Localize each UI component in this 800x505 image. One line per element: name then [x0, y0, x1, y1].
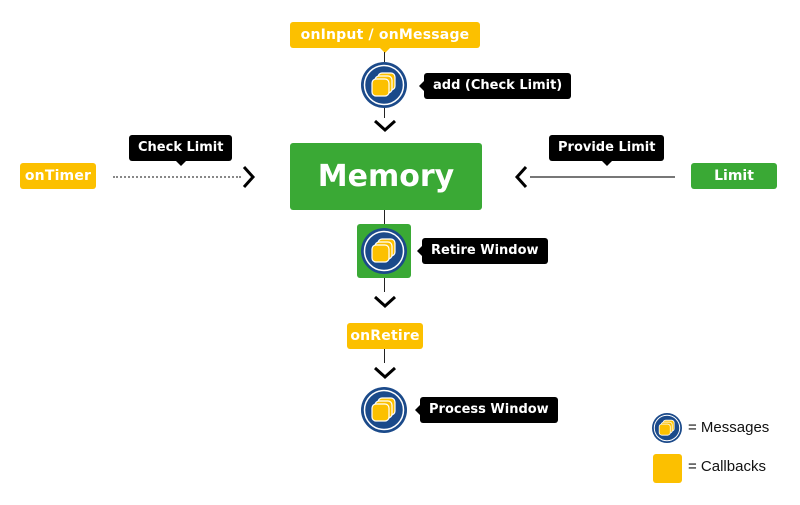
legend-messages-label: = Messages — [688, 419, 770, 436]
on-retire-callback: onRetire — [347, 323, 423, 349]
on-timer-callback: onTimer — [20, 163, 96, 189]
connector-line — [384, 349, 385, 363]
legend-callbacks-label: = Callbacks — [688, 458, 766, 475]
connector-line — [384, 108, 385, 118]
solid-connector — [530, 176, 675, 178]
callback-swatch-icon — [653, 454, 682, 483]
chevron-right-icon — [242, 165, 256, 189]
message-stack-icon — [361, 228, 407, 274]
on-input-callback: onInput / onMessage — [290, 22, 480, 48]
process-window-label: Process Window — [415, 397, 558, 423]
connector-line — [384, 278, 385, 292]
chevron-down-icon — [373, 119, 397, 133]
connector-line — [384, 210, 385, 224]
chevron-down-icon — [373, 295, 397, 309]
check-limit-label: Check Limit — [129, 135, 233, 166]
memory-node: Memory — [290, 143, 482, 210]
chevron-down-icon — [373, 366, 397, 380]
chevron-left-icon — [514, 165, 528, 189]
connector-line — [384, 52, 385, 62]
provide-limit-label: Provide Limit — [549, 135, 665, 166]
retire-window-label: Retire Window — [417, 238, 548, 264]
callback-pointer — [380, 48, 390, 53]
message-stack-icon — [361, 387, 407, 433]
add-check-limit-label: add (Check Limit) — [418, 73, 572, 99]
dotted-connector — [113, 176, 241, 178]
message-stack-icon — [361, 62, 407, 108]
message-stack-icon — [652, 413, 682, 443]
limit-node: Limit — [691, 163, 777, 189]
